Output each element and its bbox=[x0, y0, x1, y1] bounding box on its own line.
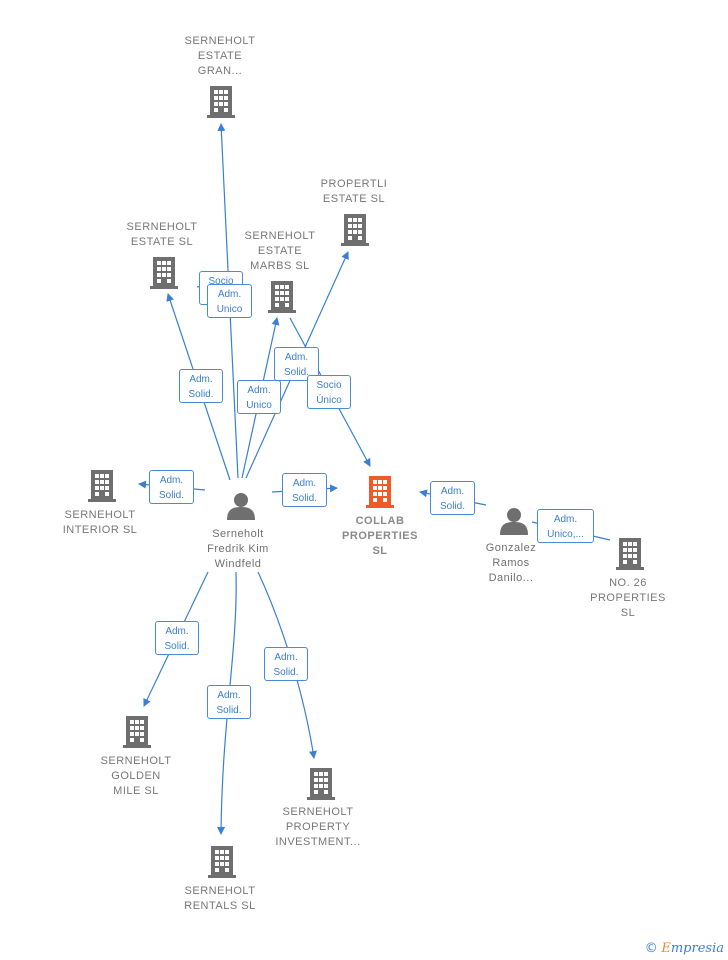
node-label-serneholt-interior[interactable]: SERNEHOLT INTERIOR SL bbox=[62, 509, 138, 536]
building-icon-no26-properties[interactable] bbox=[616, 538, 644, 570]
edge-label-to-propertli[interactable]: Adm. Unico bbox=[237, 380, 281, 414]
edge-label-to-golden[interactable]: Adm. Solid. bbox=[155, 621, 199, 655]
edge-label-to-estate-sl[interactable]: Adm. Solid. bbox=[179, 369, 223, 403]
node-label-person-gonzalez[interactable]: Gonzalez Ramos Danilo... bbox=[485, 542, 537, 584]
person-icon-serneholt[interactable] bbox=[227, 493, 255, 520]
edge-label-gonzalez-to-no26[interactable]: Adm. Unico,... bbox=[537, 509, 594, 543]
building-icon-serneholt-interior[interactable] bbox=[88, 470, 116, 502]
node-label-serneholt-property-investment[interactable]: SERNEHOLT PROPERTY INVESTMENT... bbox=[275, 806, 361, 848]
edge-label-marbs-to-collab[interactable]: Socio Único bbox=[307, 375, 351, 409]
building-icon-serneholt-estate-marbs[interactable] bbox=[268, 281, 296, 313]
brand-initial: E bbox=[661, 941, 671, 956]
node-label-serneholt-estate-sl[interactable]: SERNEHOLT ESTATE SL bbox=[126, 221, 198, 248]
building-icon-collab-properties[interactable] bbox=[366, 476, 394, 508]
edge-label-gonzalez-to-collab[interactable]: Adm. Solid. bbox=[430, 481, 475, 515]
copyright-icon: © bbox=[644, 941, 658, 956]
edge-label-to-rentals[interactable]: Adm. Solid. bbox=[207, 685, 251, 719]
node-label-serneholt-golden-mile[interactable]: SERNEHOLT GOLDEN MILE SL bbox=[100, 755, 172, 797]
empresia-logo[interactable]: © Empresia bbox=[645, 940, 724, 956]
node-label-serneholt-estate-marbs[interactable]: SERNEHOLT ESTATE MARBS SL bbox=[244, 230, 316, 272]
node-label-serneholt-rentals[interactable]: SERNEHOLT RENTALS SL bbox=[184, 885, 256, 912]
edge-label-to-gran[interactable]: Adm. Unico bbox=[207, 284, 252, 318]
building-icon-serneholt-rentals[interactable] bbox=[208, 846, 236, 878]
node-label-collab-properties[interactable]: COLLAB PROPERTIES SL bbox=[342, 515, 418, 557]
brand-name: mpresia bbox=[670, 941, 724, 956]
node-label-propertli-estate[interactable]: PROPERTLI ESTATE SL bbox=[320, 178, 388, 205]
edge-label-to-collab[interactable]: Adm. Solid. bbox=[282, 473, 327, 507]
building-icon-propertli-estate[interactable] bbox=[341, 214, 369, 246]
node-label-person-serneholt[interactable]: Serneholt Fredrik Kim Windfeld bbox=[207, 528, 269, 570]
edge-label-to-interior[interactable]: Adm. Solid. bbox=[149, 470, 194, 504]
person-icon-gonzalez[interactable] bbox=[500, 508, 528, 535]
node-label-serneholt-estate-gran[interactable]: SERNEHOLT ESTATE GRAN... bbox=[184, 35, 256, 77]
node-label-no26-properties[interactable]: NO. 26 PROPERTIES SL bbox=[590, 577, 666, 619]
edge-label-to-investment[interactable]: Adm. Solid. bbox=[264, 647, 308, 681]
building-icon-serneholt-property-investment[interactable] bbox=[307, 768, 335, 800]
building-icon-serneholt-estate-sl[interactable] bbox=[150, 257, 178, 289]
building-icon-serneholt-estate-gran[interactable] bbox=[207, 86, 235, 118]
building-icon-serneholt-golden-mile[interactable] bbox=[123, 716, 151, 748]
